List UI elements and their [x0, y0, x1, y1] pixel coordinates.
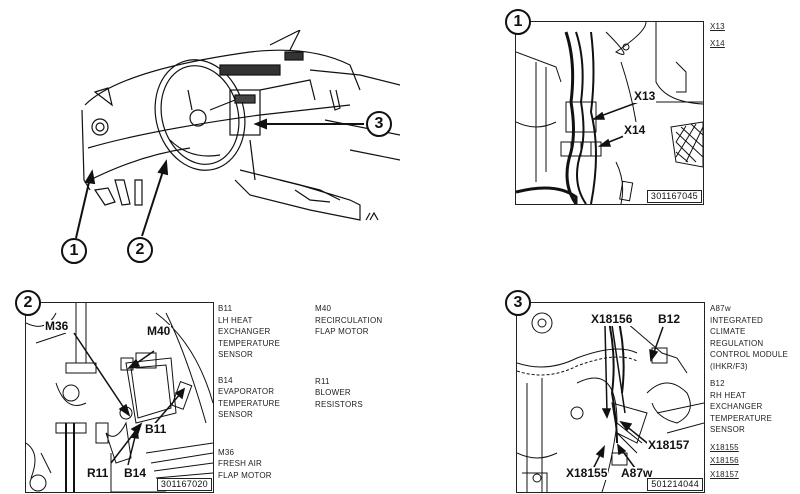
panel-3-label-a87w: A87w	[620, 466, 654, 480]
panel-2-label-r11: R11	[86, 466, 110, 480]
dashboard-overview-drawing	[60, 29, 401, 230]
overview-callout-3: 3	[366, 111, 392, 137]
panel-1-legend: X13 X14	[710, 21, 725, 49]
legend-desc: TEMPERATURE	[218, 398, 281, 408]
legend-desc: FRESH AIR	[218, 459, 263, 468]
legend-item-x13: X13	[710, 22, 725, 31]
legend-code: B11	[218, 304, 233, 313]
overview-callout-2: 2	[127, 237, 153, 263]
legend-entry-r11: R11 BLOWER RESISTORS	[315, 376, 382, 411]
panel-1-label-x14: X14	[623, 123, 647, 137]
panel-1-x13-x14-detail: X13 X14 301167045	[515, 21, 704, 205]
panel-2-label-m40: M40	[146, 324, 172, 338]
legend-desc: RESISTORS	[315, 399, 363, 409]
legend-item-x18155: X18155	[710, 442, 739, 452]
legend-code: A87w	[710, 304, 731, 313]
legend-desc: TEMPERATURE	[218, 338, 281, 348]
legend-item-x18156: X18156	[710, 456, 739, 465]
panel-2-illustration	[26, 303, 213, 492]
legend-desc: BLOWER	[315, 388, 351, 397]
legend-code: M36	[218, 447, 235, 457]
panel-3-label-x18155: X18155	[565, 466, 609, 480]
legend-entry-b14: B14 EVAPORATOR TEMPERATURE SENSOR	[218, 375, 280, 421]
panel-2-ref-code: 301167020	[156, 478, 212, 491]
legend-desc: INTEGRATED	[710, 315, 763, 325]
panel-2-sensors-detail: M36 M40 B11 R11 B14 301167020	[25, 302, 214, 493]
legend-desc: FLAP MOTOR	[315, 327, 369, 336]
dashboard-illustration	[81, 29, 401, 221]
panel-3-label-x18157: X18157	[647, 438, 691, 452]
panel-2-label-b14: B14	[123, 466, 148, 480]
legend-desc: EXCHANGER	[218, 327, 271, 336]
panel-2-label-m36: M36	[44, 319, 70, 333]
legend-entry-a87w: A87w INTEGRATED CLIMATE REGULATION CONTR…	[710, 303, 788, 372]
overview-leader-lines	[75, 118, 364, 239]
legend-desc: SENSOR	[218, 410, 253, 419]
legend-item-x14: X14	[710, 38, 725, 48]
legend-code: R11	[315, 376, 330, 386]
panel-3-legend: A87w INTEGRATED CLIMATE REGULATION CONTR…	[710, 303, 788, 480]
panel-2-legend-col-1: B11 LH HEAT EXCHANGER TEMPERATURE SENSOR…	[218, 303, 280, 492]
legend-desc: SENSOR	[218, 350, 253, 359]
legend-desc: REGULATION	[710, 338, 764, 348]
legend-desc: RECIRCULATION	[315, 315, 383, 325]
panel-3-label-b12: B12	[657, 312, 682, 326]
panel-3-ref-code: 501214044	[647, 478, 703, 491]
legend-desc: EVAPORATOR	[218, 387, 275, 396]
legend-desc: FLAP MOTOR	[218, 470, 272, 480]
legend-desc: TEMPERATURE	[710, 413, 773, 423]
panel-3-label-x18156: X18156	[590, 312, 634, 326]
panel-3-callout: 3	[505, 290, 531, 316]
legend-desc: EXCHANGER	[710, 402, 763, 411]
legend-desc: CLIMATE	[710, 327, 746, 336]
panel-1-ref-code: 301167045	[646, 190, 702, 203]
legend-entry-m40: M40 RECIRCULATION FLAP MOTOR	[315, 303, 382, 338]
panel-2-label-b11: B11	[144, 422, 168, 436]
panel-1-illustration	[516, 22, 703, 204]
legend-item-x18157: X18157	[710, 469, 739, 479]
legend-code: B14	[218, 375, 233, 385]
overview-callout-1: 1	[61, 238, 87, 264]
legend-entry-b11: B11 LH HEAT EXCHANGER TEMPERATURE SENSOR	[218, 303, 280, 361]
legend-desc: CONTROL MODULE	[710, 350, 789, 359]
panel-2-callout: 2	[15, 290, 41, 316]
panel-2-legend-col-2: M40 RECIRCULATION FLAP MOTOR R11 BLOWER …	[315, 303, 382, 421]
panel-1-label-x13: X13	[633, 89, 657, 103]
panel-1-callout: 1	[505, 9, 531, 35]
legend-desc: SENSOR	[710, 425, 745, 434]
legend-desc: LH HEAT	[218, 315, 253, 325]
legend-entry-m36: M36 FRESH AIR FLAP MOTOR	[218, 447, 280, 482]
legend-entry-b12: B12 RH HEAT EXCHANGER TEMPERATURE SENSOR	[710, 378, 788, 436]
legend-code: B12	[710, 379, 725, 388]
legend-code: M40	[315, 304, 332, 313]
legend-desc: RH HEAT	[710, 390, 746, 400]
panel-3-illustration	[517, 312, 704, 492]
panel-3-control-module-detail: X18156 B12 X18157 X18155 A87w 501214044	[516, 302, 705, 493]
legend-desc: (IHKR/F3)	[710, 361, 748, 371]
